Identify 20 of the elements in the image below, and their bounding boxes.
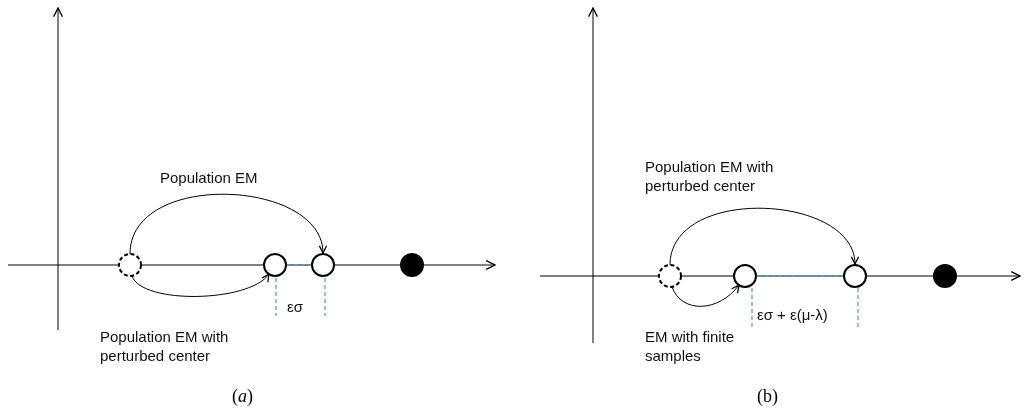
dimension-label: εσ bbox=[287, 297, 303, 316]
dashed-circle-marker bbox=[657, 263, 683, 289]
curved-arrow bbox=[671, 284, 740, 307]
filled-point bbox=[399, 252, 425, 278]
open-circle-marker bbox=[262, 252, 288, 278]
edge-label: EM with finite samples bbox=[645, 327, 736, 365]
panel-label: (b) bbox=[757, 386, 778, 407]
curved-arrow bbox=[669, 207, 858, 266]
open-circle-marker bbox=[842, 263, 868, 289]
edge-label: Population EM bbox=[160, 168, 259, 187]
open-circle-marker bbox=[310, 252, 336, 278]
curved-arrow bbox=[129, 193, 326, 255]
panel-label: (a) bbox=[232, 386, 253, 407]
open-circle-marker bbox=[732, 263, 758, 289]
edge-label: Population EM with perturbed center bbox=[100, 327, 230, 365]
filled-point bbox=[932, 263, 958, 289]
dashed-circle-marker bbox=[117, 252, 143, 278]
edge-label: Population EM with perturbed center bbox=[645, 157, 775, 195]
curved-arrow bbox=[131, 273, 270, 297]
dimension-label: εσ + ε(μ-λ) bbox=[757, 305, 828, 324]
